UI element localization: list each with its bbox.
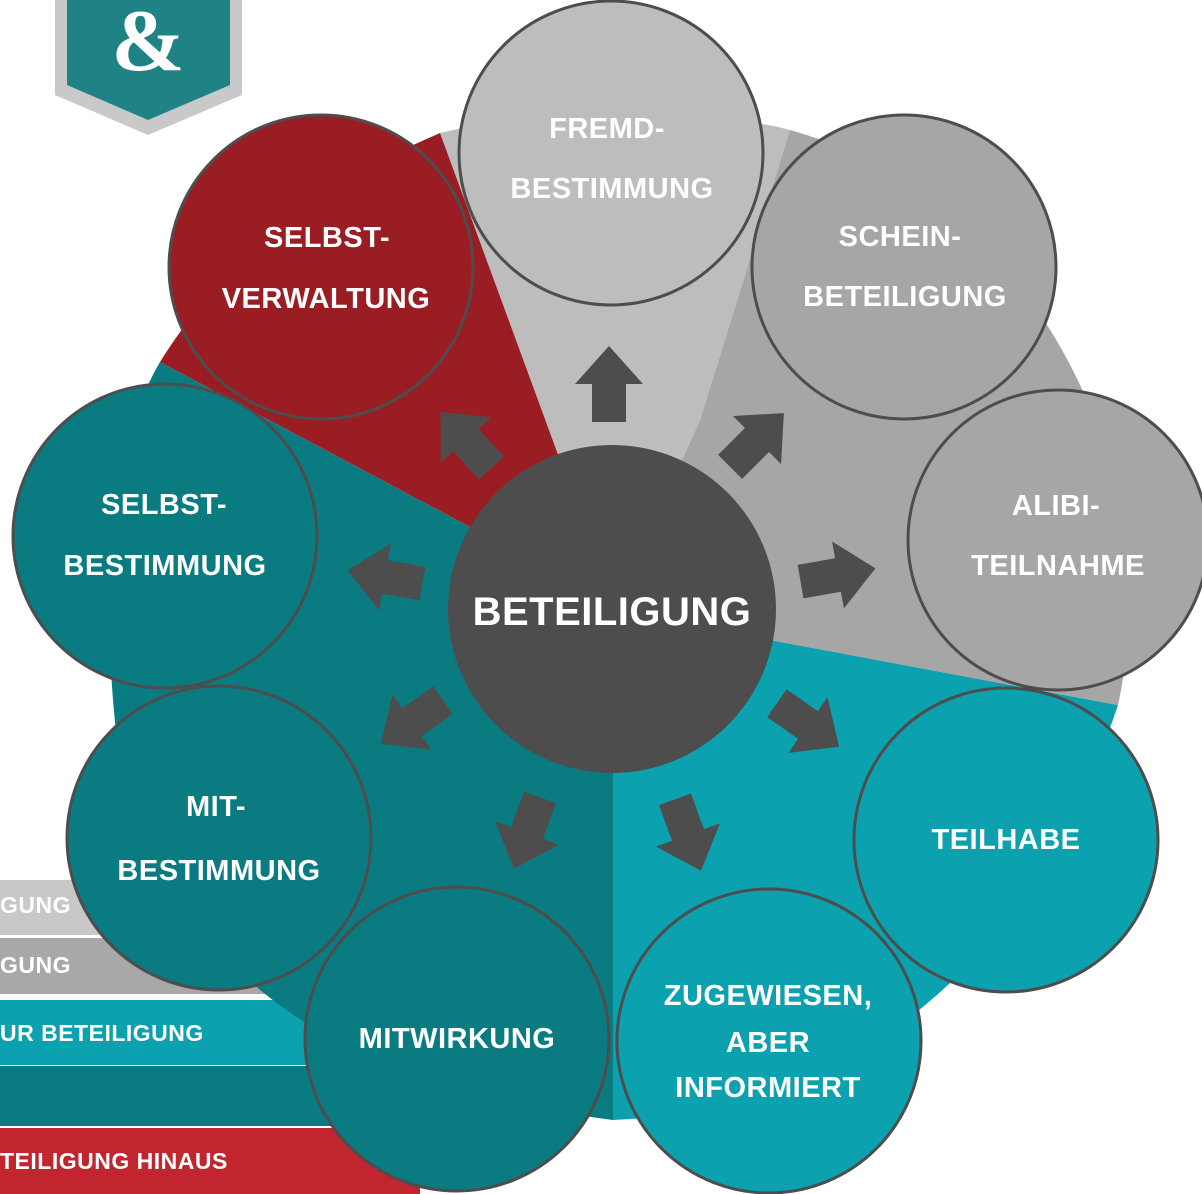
svg-text:ALIBI-: ALIBI- — [1012, 490, 1100, 522]
arrow-icon-down-left — [380, 686, 453, 750]
svg-text:BETEILIGUNG: BETEILIGUNG — [803, 281, 1007, 313]
legend-label-2: GUNG — [0, 952, 71, 978]
svg-text:TEILHABE: TEILHABE — [932, 824, 1081, 856]
center-node: BETEILIGUNG — [448, 445, 776, 773]
node-teilhabe: TEILHABE — [852, 686, 1160, 994]
node-alibi-teilnahme: ALIBI- TEILNAHME — [906, 388, 1202, 692]
node-selbstbestimmung: SELBST- BESTIMMUNG — [11, 382, 319, 690]
node-fremdbestimmung: FREMD- BESTIMMUNG — [457, 0, 765, 307]
arrow-icon-down-right — [767, 689, 840, 753]
svg-text:MITWIRKUNG: MITWIRKUNG — [359, 1023, 556, 1055]
arrow-icon-down-left-lower — [495, 791, 559, 869]
legend-label-3: UR BETEILIGUNG — [0, 1020, 204, 1046]
svg-text:SELBST-: SELBST- — [264, 222, 390, 254]
node-selbstverwaltung: SELBST- VERWALTUNG — [167, 113, 475, 421]
arrow-icon-right — [797, 541, 876, 609]
svg-text:SELBST-: SELBST- — [101, 489, 227, 521]
svg-text:BESTIMMUNG: BESTIMMUNG — [63, 550, 266, 582]
node-scheinbeteiligung: SCHEIN- BETEILIGUNG — [750, 113, 1058, 421]
center-label: BETEILIGUNG — [473, 590, 752, 634]
logo: & — [55, 0, 242, 135]
node-zugewiesen-aber-informiert: ZUGEWIESEN, ABER INFORMIERT — [615, 887, 923, 1194]
arrows — [347, 346, 876, 871]
node-mitwirkung: MITWIRKUNG — [303, 885, 611, 1193]
svg-text:SCHEIN-: SCHEIN- — [839, 221, 962, 253]
svg-text:ZUGEWIESEN,: ZUGEWIESEN, — [664, 980, 873, 1012]
svg-text:TEILNAHME: TEILNAHME — [971, 550, 1145, 582]
arrow-icon-up — [575, 346, 643, 422]
arrow-icon-up-right — [718, 413, 784, 479]
svg-text:FREMD-: FREMD- — [549, 113, 665, 145]
svg-text:VERWALTUNG: VERWALTUNG — [222, 283, 431, 315]
arrow-icon-down-right-lower — [656, 793, 720, 871]
svg-text:BESTIMMUNG: BESTIMMUNG — [510, 173, 713, 205]
legend-labels: GUNG GUNG UR BETEILIGUNG TEILIGUNG HINAU… — [0, 892, 228, 1174]
svg-text:MIT-: MIT- — [186, 791, 246, 823]
legend-label-5: TEILIGUNG HINAUS — [0, 1148, 228, 1174]
logo-ampersand: & — [111, 0, 184, 90]
legend-label-1: GUNG — [0, 892, 71, 918]
svg-text:BESTIMMUNG: BESTIMMUNG — [117, 855, 320, 887]
svg-text:ABER: ABER — [726, 1027, 810, 1059]
node-mitbestimmung: MIT- BESTIMMUNG — [65, 684, 373, 992]
svg-text:INFORMIERT: INFORMIERT — [675, 1072, 860, 1104]
arrow-icon-left — [347, 543, 426, 611]
arrow-icon-up-left — [440, 411, 505, 480]
